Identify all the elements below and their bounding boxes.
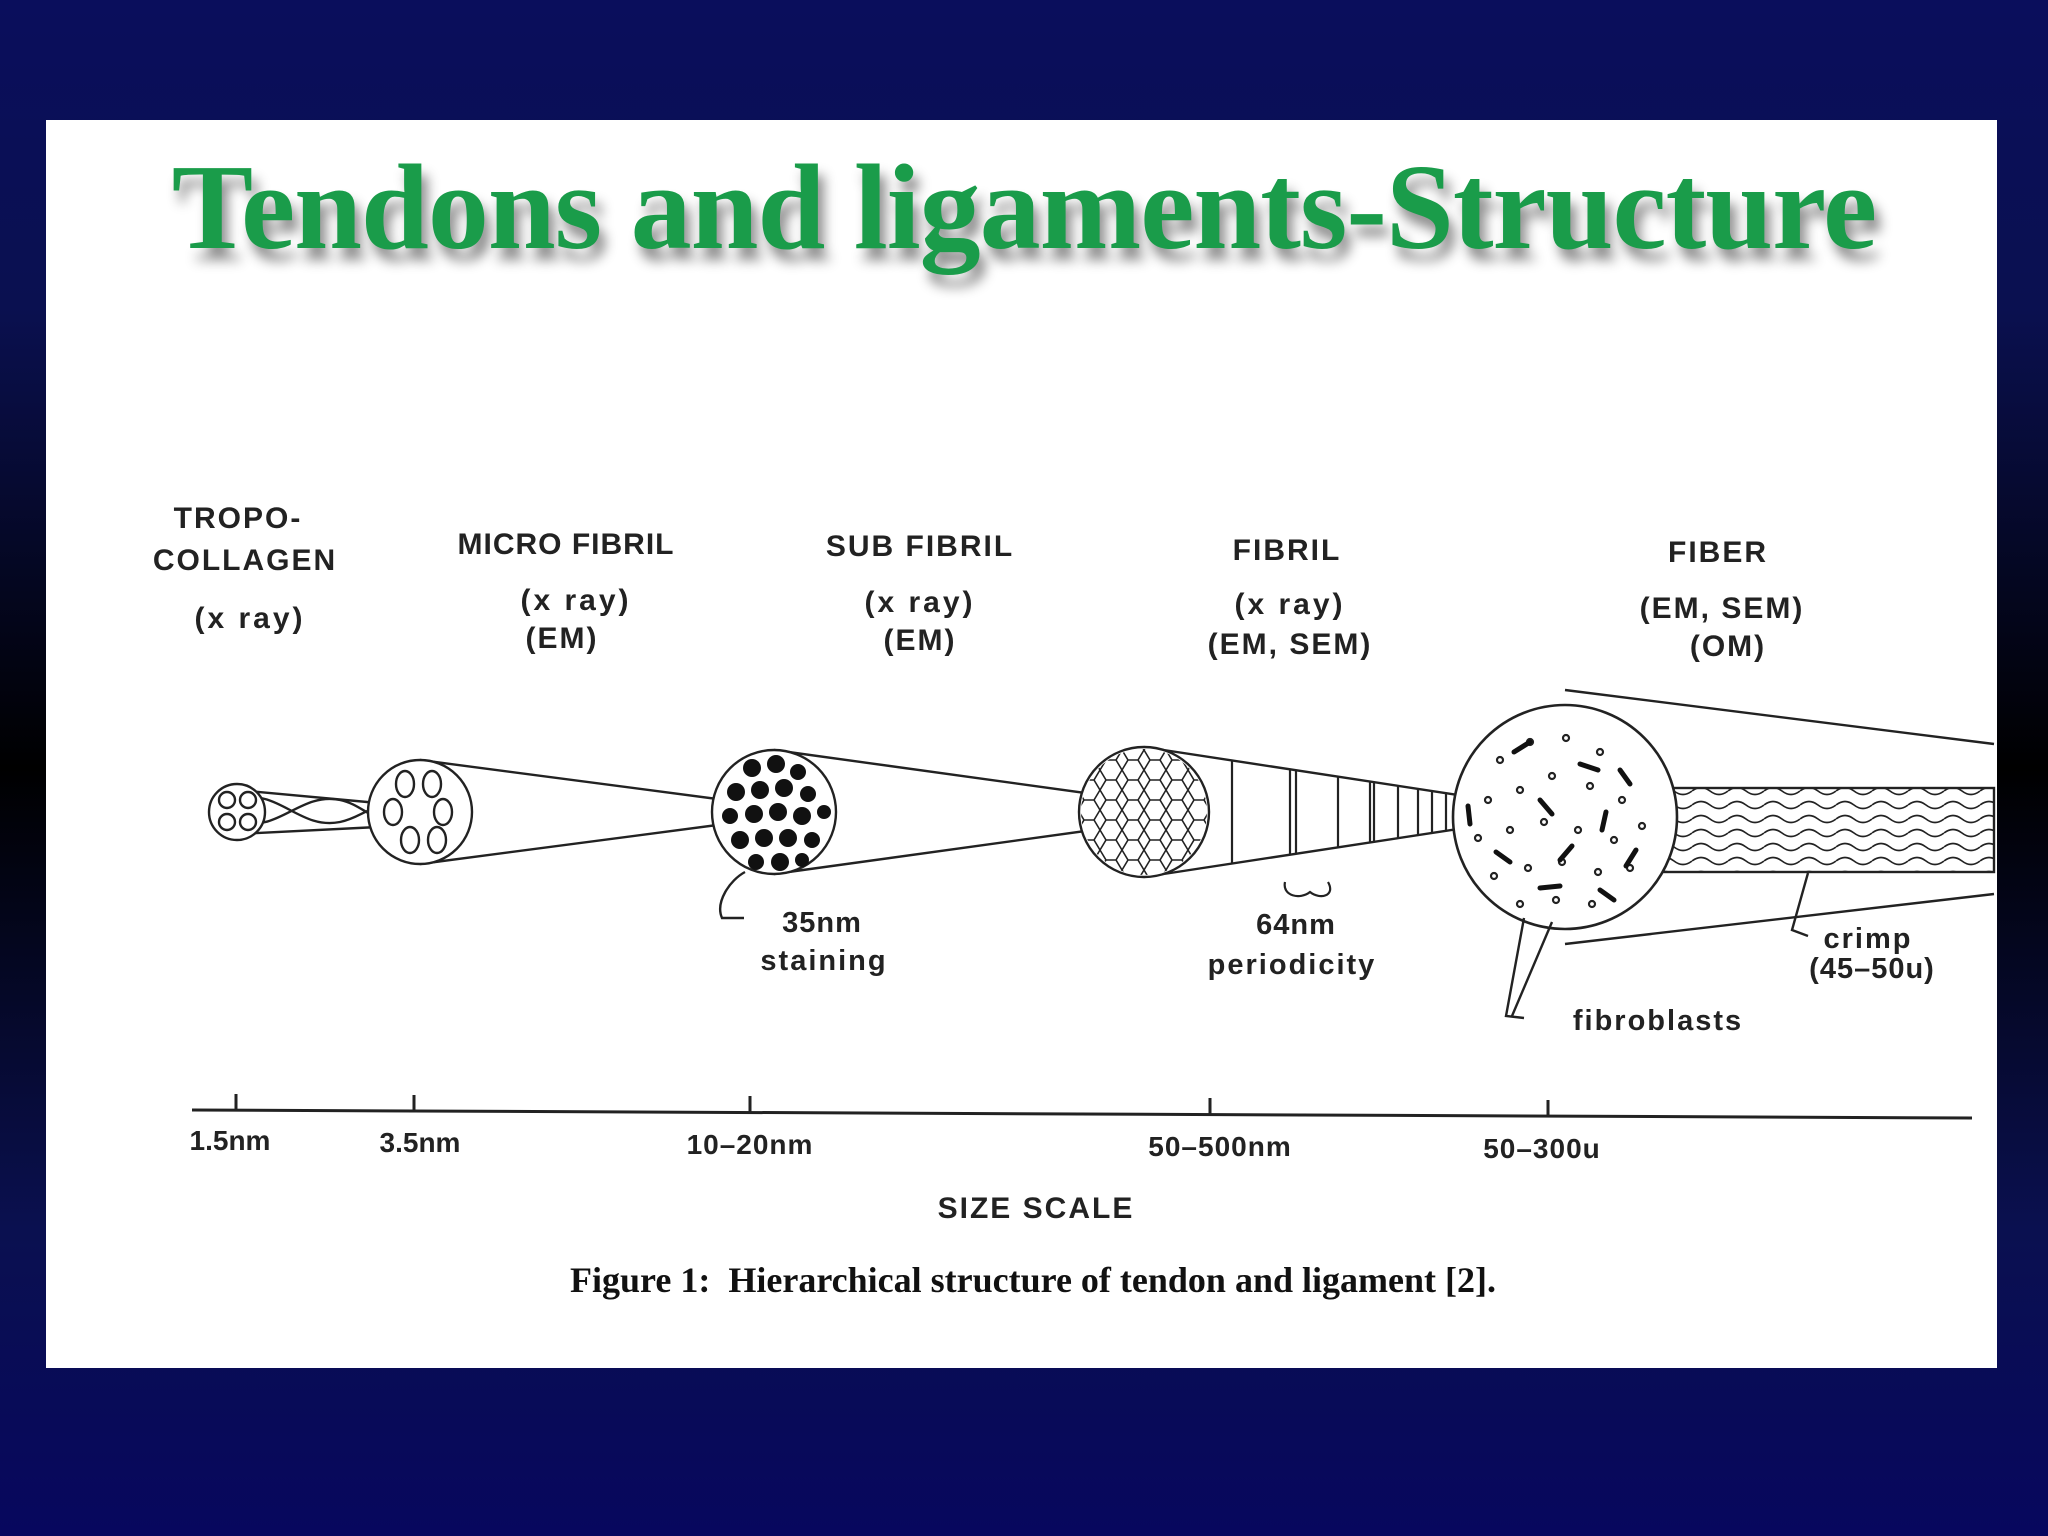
fibroblasts-label: fibroblasts [1573,1005,1743,1037]
periodicity-annotation: 64nm periodicity [1208,909,1377,981]
tropocollagen-illustration [207,782,386,842]
level-method: (x ray) [864,586,975,619]
scale-tick-label: 50–300u [1483,1133,1601,1164]
level-method: (x ray) [520,584,631,617]
crimp-size: (45–50u) [1809,953,1935,985]
level-fiber-header: FIBER (EM, SEM) (OM) [1640,536,1805,663]
level-name-line: TROPO- [174,502,303,535]
periodicity-label: periodicity [1208,949,1377,981]
level-tropocollagen-header: TROPO- COLLAGEN (x ray) [153,502,337,635]
scale-axis [191,1108,1973,1120]
level-method: (x ray) [1234,588,1345,621]
level-name-line: MICRO FIBRIL [458,528,675,561]
level-name-line: COLLAGEN [153,544,337,577]
level-subfibril-header: SUB FIBRIL (x ray) (EM) [826,530,1014,657]
level-method: (EM, SEM) [1208,628,1373,661]
level-method: (OM) [1690,630,1766,663]
scale-tick-label: 50–500nm [1148,1131,1291,1162]
size-scale: 1.5nm 3.5nm 10–20nm 50–500nm 50–300u SIZ… [190,1094,1973,1225]
scale-tick-label: 3.5nm [380,1127,461,1158]
crimp-label: crimp [1824,923,1913,955]
scale-tick-label: 10–20nm [687,1129,814,1160]
level-name-line: FIBRIL [1233,534,1342,567]
slide-panel [46,120,1997,1368]
slide-title: Tendons and ligaments-Structure [171,140,1877,275]
level-method: (EM) [526,622,599,655]
staining-annotation: 35nm staining [760,907,887,977]
scale-tick-label: 1.5nm [190,1125,271,1156]
level-name-line: SUB FIBRIL [826,530,1014,563]
level-method: (EM, SEM) [1640,592,1805,625]
crimp-annotation: crimp (45–50u) [1809,923,1935,985]
scale-label: SIZE SCALE [938,1192,1135,1225]
staining-size: 35nm [782,907,862,939]
level-method: (x ray) [194,602,305,635]
level-fibril-header: FIBRIL (x ray) (EM, SEM) [1208,534,1373,661]
level-method: (EM) [884,624,957,657]
level-name-line: FIBER [1668,536,1768,569]
fiber-illustration [1451,688,1996,1020]
subfibril-illustration [710,748,1137,920]
microfibril-illustration [366,758,741,866]
figure-caption: Figure 1: Hierarchical structure of tend… [570,1260,1496,1300]
staining-label: staining [760,945,887,977]
periodicity-size: 64nm [1256,909,1336,941]
level-microfibril-header: MICRO FIBRIL (x ray) (EM) [458,528,675,655]
